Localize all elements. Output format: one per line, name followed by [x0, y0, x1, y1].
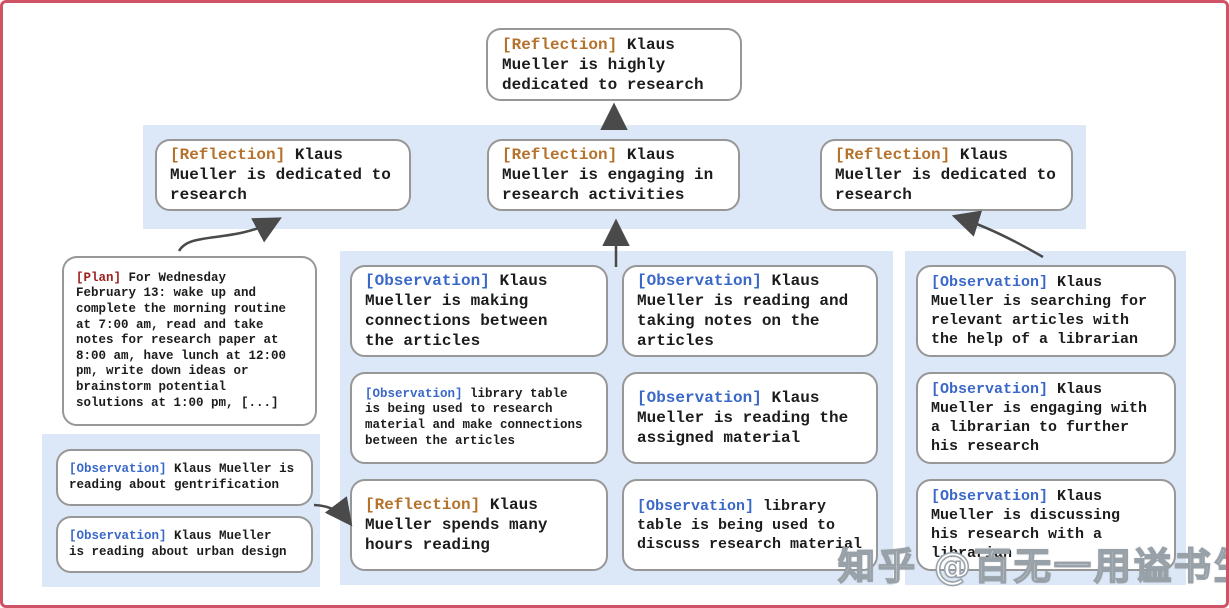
node-observation-assigned-material: [Observation] Klaus Mueller is reading t… [622, 372, 878, 464]
memory-body: Klaus Mueller is reading about gentrific… [69, 461, 295, 492]
memory-text: [Observation] Klaus Mueller is reading a… [69, 462, 297, 493]
memory-text: [Reflection] Klaus Mueller is dedicated … [835, 145, 1059, 205]
node-observation-searching-articles: [Observation] Klaus Mueller is searching… [916, 265, 1176, 357]
zhihu-watermark: 知乎 @百无一用谥书生 [837, 544, 1229, 589]
memory-body: For Wednesday February 13: wake up and c… [76, 270, 287, 410]
memory-body: Klaus Mueller is dedicated to research [835, 146, 1056, 204]
memory-text: [Observation] library table is being use… [637, 497, 863, 554]
node-observation-gentrification: [Observation] Klaus Mueller is reading a… [56, 449, 313, 506]
observation-tag: [Observation] [931, 274, 1049, 291]
node-top-reflection: [Reflection] Klaus Mueller is highly ded… [486, 28, 742, 101]
memory-body: Klaus Mueller is searching for relevant … [931, 274, 1148, 348]
observation-tag: [Observation] [637, 497, 755, 515]
memory-text: [Reflection] Klaus Mueller spends many h… [365, 495, 581, 555]
node-observation-urban-design: [Observation] Klaus Mueller is reading a… [56, 516, 313, 573]
memory-body: Klaus Mueller is highly dedicated to res… [502, 35, 704, 94]
observation-tag: [Observation] [637, 272, 762, 290]
observation-tag: [Observation] [637, 389, 762, 407]
memory-body: Klaus Mueller is reading the assigned ma… [637, 389, 849, 447]
memory-text: [Observation] Klaus Mueller is discussin… [931, 487, 1151, 563]
node-observation-taking-notes: [Observation] Klaus Mueller is reading a… [622, 265, 878, 357]
reflection-tag: [Reflection] [502, 146, 618, 164]
observation-tag: [Observation] [69, 528, 167, 543]
memory-text: [Plan] For Wednesday February 13: wake u… [76, 271, 292, 411]
observation-tag: [Observation] [365, 386, 463, 401]
node-observation-library-discuss: [Observation] library table is being use… [622, 479, 878, 571]
memory-body: Klaus Mueller is engaging in research ac… [502, 146, 714, 204]
reflection-tag: [Reflection] [365, 496, 481, 514]
node-reflection-hours-reading: [Reflection] Klaus Mueller spends many h… [350, 479, 608, 571]
reflection-tag: [Reflection] [170, 146, 286, 164]
memory-text: [Observation] library table is being use… [365, 387, 585, 449]
memory-text: [Observation] Klaus Mueller is reading a… [69, 529, 289, 560]
node-reflection-left: [Reflection] Klaus Mueller is dedicated … [155, 139, 411, 211]
observation-tag: [Observation] [931, 488, 1049, 505]
memory-body: Klaus Mueller is engaging with a librari… [931, 381, 1148, 455]
node-observation-engaging-librarian: [Observation] Klaus Mueller is engaging … [916, 372, 1176, 464]
memory-body: Klaus Mueller is discussing his research… [931, 488, 1121, 562]
memory-body: Klaus Mueller is reading and taking note… [637, 272, 849, 350]
observation-tag: [Observation] [365, 272, 490, 290]
node-reflection-right: [Reflection] Klaus Mueller is dedicated … [820, 139, 1073, 211]
memory-text: [Observation] Klaus Mueller is making co… [365, 271, 581, 351]
memory-text: [Observation] Klaus Mueller is reading t… [637, 388, 853, 448]
node-observation-making-connections: [Observation] Klaus Mueller is making co… [350, 265, 608, 357]
memory-text: [Observation] Klaus Mueller is engaging … [931, 380, 1151, 456]
observation-tag: [Observation] [69, 461, 167, 476]
plan-tag: [Plan] [76, 270, 122, 285]
observation-tag: [Observation] [931, 381, 1049, 398]
memory-body: Klaus Mueller is dedicated to research [170, 146, 391, 204]
memory-body: Klaus Mueller is reading about urban des… [69, 528, 287, 559]
memory-body: Klaus Mueller is making connections betw… [365, 272, 548, 350]
memory-body: Klaus Mueller spends many hours reading [365, 496, 548, 554]
reflection-tag: [Reflection] [835, 146, 951, 164]
node-plan: [Plan] For Wednesday February 13: wake u… [62, 256, 317, 426]
memory-text: [Reflection] Klaus Mueller is dedicated … [170, 145, 397, 205]
node-observation-discussing-librarian: [Observation] Klaus Mueller is discussin… [916, 479, 1176, 571]
memory-body: library table is being used to research … [365, 386, 583, 448]
memory-text: [Observation] Klaus Mueller is reading a… [637, 271, 853, 351]
reflection-tag: [Reflection] [502, 35, 618, 54]
memory-text: [Reflection] Klaus Mueller is engaging i… [502, 145, 726, 205]
node-observation-library-research: [Observation] library table is being use… [350, 372, 608, 464]
memory-body: library table is being used to discuss r… [637, 497, 863, 553]
memory-text: [Observation] Klaus Mueller is searching… [931, 273, 1151, 349]
memory-text: [Reflection] Klaus Mueller is highly ded… [502, 35, 726, 95]
node-reflection-center: [Reflection] Klaus Mueller is engaging i… [487, 139, 740, 211]
